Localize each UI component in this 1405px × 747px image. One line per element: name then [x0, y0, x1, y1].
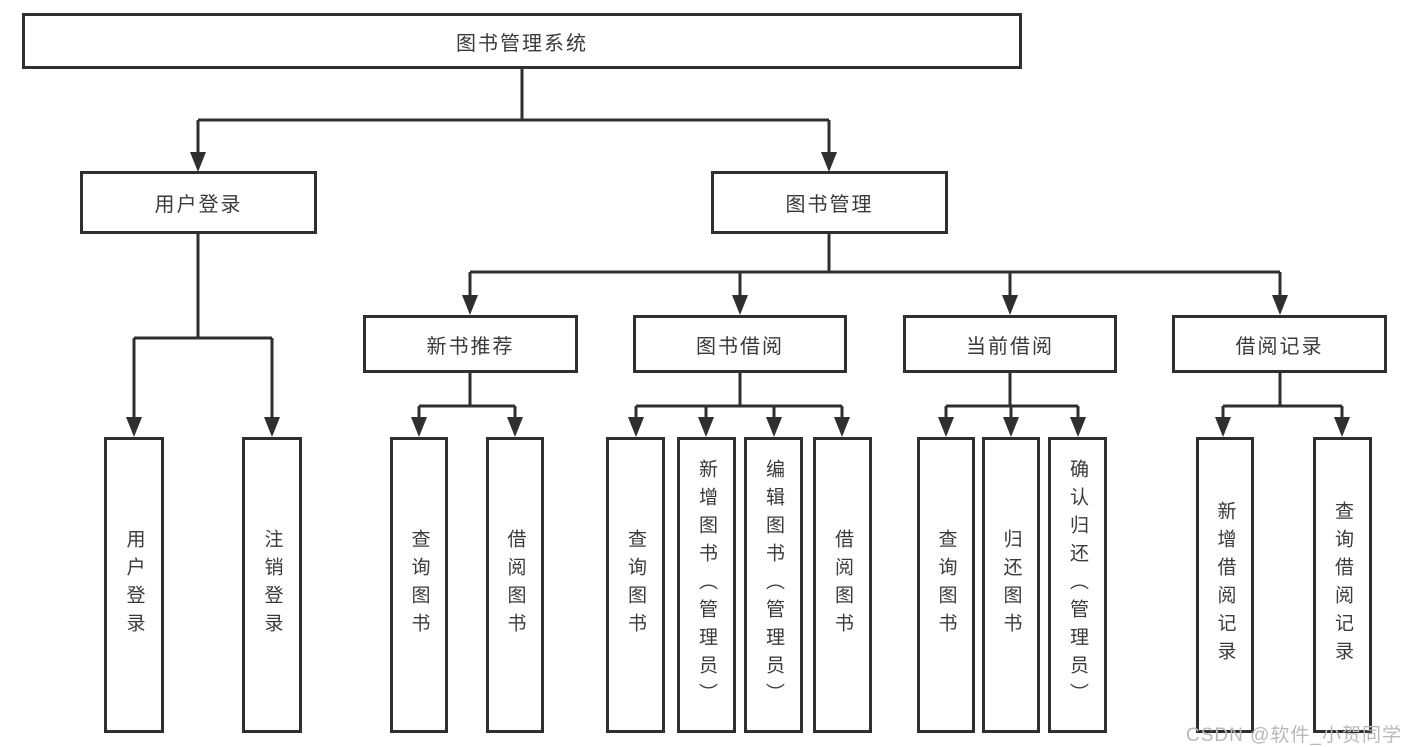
node-label: 图书管理 — [785, 194, 874, 216]
leaf-records-query-borrow-record: 查询借阅记录 — [1313, 437, 1372, 733]
node-label: 归还图书 — [1000, 529, 1022, 641]
node-label: 借阅图书 — [504, 529, 526, 641]
node-borrowing-records: 借阅记录 — [1172, 315, 1387, 373]
leaf-current-query-books: 查询图书 — [917, 437, 975, 733]
leaf-current-return-books: 归还图书 — [982, 437, 1040, 733]
node-label: 确认归还（管理员） — [1067, 459, 1088, 711]
node-current-borrowing: 当前借阅 — [903, 315, 1117, 373]
node-label: 新增图书（管理员） — [696, 459, 717, 711]
node-label: 查询借阅记录 — [1332, 501, 1353, 669]
node-new-book-recommendation: 新书推荐 — [363, 315, 578, 373]
node-label: 当前借阅 — [966, 335, 1054, 358]
leaf-current-confirm-return-admin: 确认归还（管理员） — [1048, 437, 1107, 733]
node-label: 图书管理系统 — [456, 32, 588, 55]
node-book-management-branch: 图书管理 — [711, 171, 948, 234]
csdn-watermark: CSDN @软件_小贺同学 — [1186, 725, 1402, 746]
node-label: 借阅记录 — [1235, 335, 1324, 358]
node-user-login-branch: 用户登录 — [80, 171, 317, 234]
leaf-borrowing-edit-books-admin: 编辑图书（管理员） — [744, 437, 803, 733]
node-book-borrowing: 图书借阅 — [633, 315, 847, 373]
leaf-logout-login: 注销登录 — [242, 437, 302, 733]
leaf-recommend-borrow-books: 借阅图书 — [486, 437, 544, 733]
node-label: 图书借阅 — [696, 335, 784, 358]
node-label: 注销登录 — [261, 529, 283, 641]
leaf-borrowing-borrow-books: 借阅图书 — [813, 437, 872, 733]
node-label: 新书推荐 — [426, 335, 515, 358]
leaf-borrowing-add-books-admin: 新增图书（管理员） — [677, 437, 736, 733]
leaf-user-login: 用户登录 — [104, 437, 164, 733]
node-label: 编辑图书（管理员） — [763, 459, 784, 711]
leaf-records-add-borrow-record: 新增借阅记录 — [1196, 437, 1254, 733]
node-label: 查询图书 — [408, 529, 430, 641]
leaf-recommend-query-books: 查询图书 — [390, 437, 448, 733]
node-label: 查询图书 — [625, 529, 646, 641]
node-label: 用户登录 — [123, 529, 145, 641]
node-label: 新增借阅记录 — [1214, 501, 1236, 669]
node-label: 用户登录 — [154, 194, 243, 216]
leaf-borrowing-query-books: 查询图书 — [606, 437, 665, 733]
node-label: 查询图书 — [935, 529, 957, 641]
node-label: 借阅图书 — [832, 529, 853, 641]
node-library-management-system: 图书管理系统 — [22, 13, 1022, 69]
